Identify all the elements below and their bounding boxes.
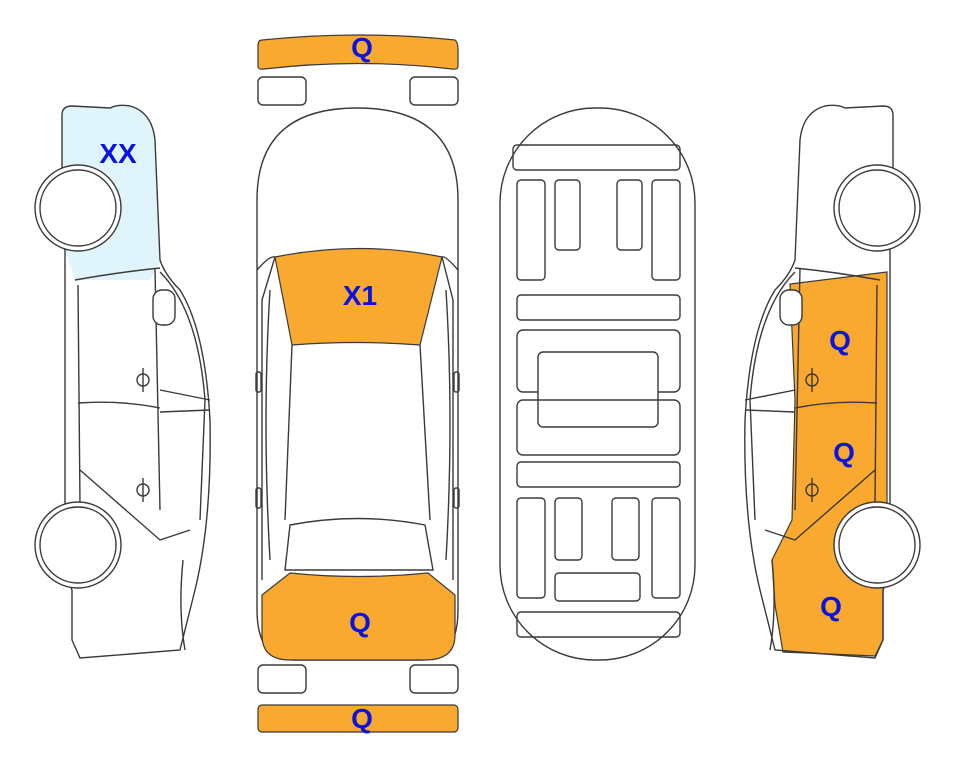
- top-view: [255, 34, 460, 733]
- rear-bumper-damage[interactable]: [257, 704, 459, 733]
- front-bumper-damage[interactable]: [257, 34, 459, 70]
- headlight-left: [257, 76, 307, 106]
- taillight-left: [257, 664, 307, 694]
- left-side-view: [34, 104, 211, 659]
- taillight-right: [409, 664, 459, 694]
- left-side-front-label: XX: [99, 138, 137, 169]
- front-bumper-label: Q: [351, 32, 373, 63]
- windshield-label: X1: [343, 280, 377, 311]
- headlight-right: [409, 76, 459, 106]
- rear-bumper-label: Q: [351, 703, 373, 734]
- right-rear-door-label: Q: [833, 437, 855, 468]
- rear-trunk-label: Q: [349, 607, 371, 638]
- right-rear-quarter-label: Q: [820, 591, 842, 622]
- right-front-door-label: Q: [829, 325, 851, 356]
- trunk-damage[interactable]: [261, 572, 456, 661]
- interior-view: [499, 107, 696, 661]
- right-side-view: [744, 104, 921, 659]
